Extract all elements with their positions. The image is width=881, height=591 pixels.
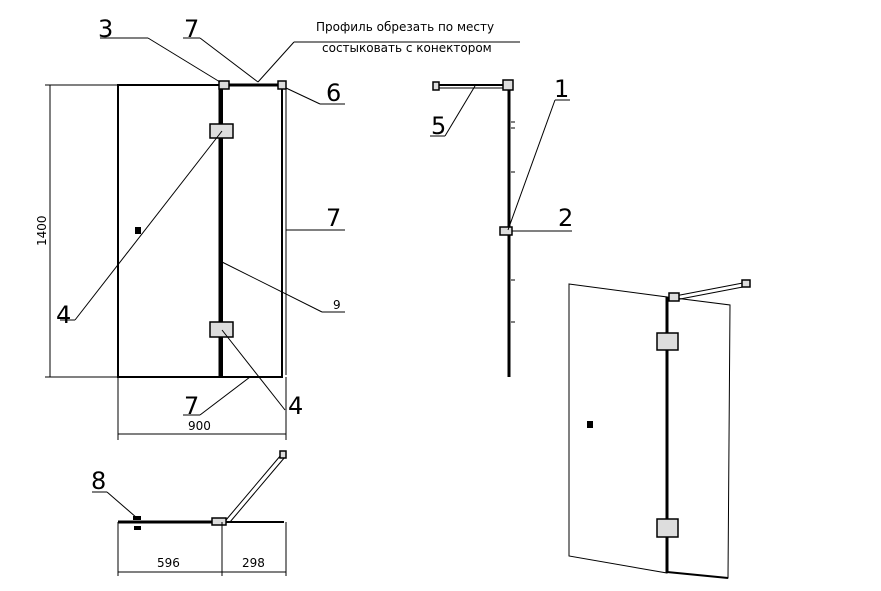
isometric-view — [568, 279, 751, 579]
iso-fixed-panel — [568, 283, 668, 574]
callout-9: 9 — [333, 298, 341, 312]
callout-6: 6 — [326, 79, 341, 107]
knob — [135, 227, 141, 234]
callout-1: 1 — [554, 75, 569, 103]
dimension-left: 596 — [157, 556, 180, 570]
callout-4-left: 4 — [56, 301, 71, 329]
connector — [218, 80, 230, 90]
callout-7-right: 7 — [326, 204, 341, 232]
callout-3: 3 — [98, 15, 113, 43]
iso-hinge-top — [656, 332, 679, 351]
callout-7-top: 7 — [184, 15, 199, 43]
note-line-2: состыковать с конектором — [322, 41, 492, 55]
note-line-1: Профиль обрезать по месту — [316, 20, 494, 34]
dimension-height: 1400 — [35, 215, 49, 246]
callout-8: 8 — [91, 467, 106, 495]
iso-knob — [587, 421, 593, 428]
callout-2: 2 — [558, 204, 573, 232]
wall-mount — [277, 80, 287, 90]
front-view: 3 7 6 7 4 9 7 4 1400 900 Профиль обрезат… — [35, 15, 520, 440]
side-view: 5 1 2 — [430, 75, 573, 377]
hinge-bottom — [209, 321, 234, 338]
dimension-width: 900 — [188, 419, 211, 433]
callout-5: 5 — [431, 112, 446, 140]
dimension-right: 298 — [242, 556, 265, 570]
iso-hinge-bottom — [656, 518, 679, 538]
top-view: 8 596 298 — [91, 450, 287, 576]
callout-7-bottom: 7 — [184, 392, 199, 420]
fixed-glass-panel — [117, 84, 223, 378]
callout-4-bottom: 4 — [288, 392, 303, 420]
